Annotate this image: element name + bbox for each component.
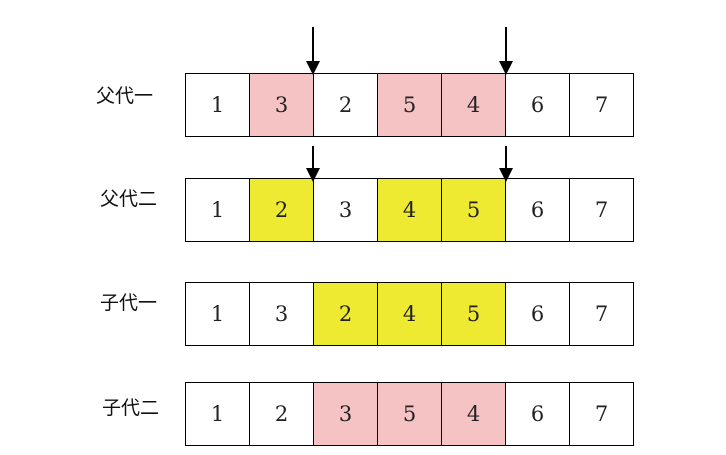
gene-cell: 2 xyxy=(250,179,314,241)
cut-point-arrow xyxy=(498,146,513,182)
row-label: 父代二 xyxy=(100,188,158,210)
row-label: 子代二 xyxy=(102,397,160,419)
gene-cell: 4 xyxy=(442,74,506,136)
gene-cell: 5 xyxy=(378,383,442,445)
arrow-shaft xyxy=(312,146,315,172)
gene-cell: 1 xyxy=(186,179,250,241)
cut-point-arrow xyxy=(498,27,513,75)
gene-cell: 4 xyxy=(442,383,506,445)
gene-cell: 7 xyxy=(570,74,633,136)
gene-cell: 3 xyxy=(314,383,378,445)
gene-cell: 6 xyxy=(506,283,570,345)
gene-cell: 3 xyxy=(250,283,314,345)
gene-cell: 2 xyxy=(250,383,314,445)
gene-cell: 6 xyxy=(506,179,570,241)
arrow-head xyxy=(498,61,513,75)
gene-cell: 1 xyxy=(186,283,250,345)
gene-cell: 5 xyxy=(378,74,442,136)
gene-cell: 7 xyxy=(570,283,633,345)
gene-cell: 2 xyxy=(314,283,378,345)
gene-cell: 7 xyxy=(570,179,633,241)
gene-cell: 5 xyxy=(442,179,506,241)
arrow-shaft xyxy=(312,27,315,65)
arrow-head xyxy=(306,168,321,182)
arrow-shaft xyxy=(504,146,507,172)
gene-cell: 3 xyxy=(250,74,314,136)
arrow-head xyxy=(306,61,321,75)
row-label: 子代一 xyxy=(100,292,158,314)
gene-cell: 3 xyxy=(314,179,378,241)
gene-cell: 7 xyxy=(570,383,633,445)
cut-point-arrow xyxy=(306,146,321,182)
gene-cell: 1 xyxy=(186,74,250,136)
gene-cell: 2 xyxy=(314,74,378,136)
row-label: 父代一 xyxy=(96,85,154,107)
gene-cell: 5 xyxy=(442,283,506,345)
gene-cell: 4 xyxy=(378,283,442,345)
gene-cell: 6 xyxy=(506,383,570,445)
gene-cell: 1 xyxy=(186,383,250,445)
arrow-shaft xyxy=(504,27,507,65)
gene-cell: 4 xyxy=(378,179,442,241)
gene-cell: 6 xyxy=(506,74,570,136)
cut-point-arrow xyxy=(306,27,321,75)
arrow-head xyxy=(498,168,513,182)
